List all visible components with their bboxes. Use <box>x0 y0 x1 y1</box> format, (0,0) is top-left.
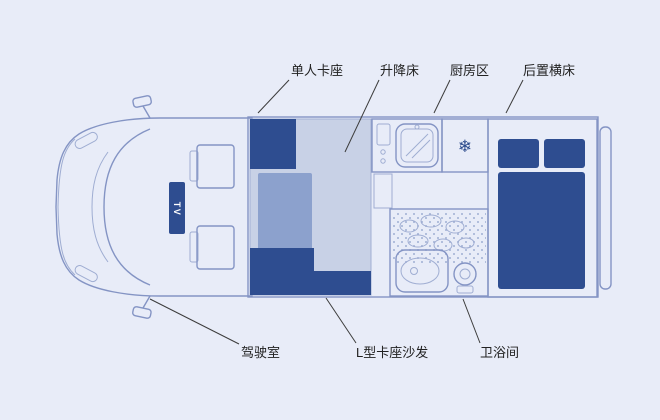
rear-bumper <box>599 126 612 290</box>
l-shaped-sofa <box>250 248 371 295</box>
headlight-right <box>74 265 98 283</box>
snowflake-icon: ❄ <box>458 137 472 156</box>
floor-pebble <box>457 237 475 249</box>
floor-pebble <box>420 214 442 228</box>
bathroom-floor-texture <box>392 211 486 263</box>
lifting-bed-zone <box>249 118 372 296</box>
callouts: 单人卡座 升降床 厨房区 后置横床 驾驶室 L型卡座沙发 卫浴间 <box>149 63 575 360</box>
pillow-right <box>544 139 585 168</box>
driver-seat <box>196 144 235 189</box>
floor-pebble <box>407 234 429 248</box>
leader-line-driver-cab <box>149 298 240 345</box>
headlight-left <box>74 131 98 149</box>
shower-drain <box>410 267 418 275</box>
toilet <box>453 262 477 286</box>
leader-line-kitchen <box>433 79 451 114</box>
kitchen-knob-1 <box>380 149 386 155</box>
kitchen-control-panel <box>376 123 391 146</box>
dinette-table <box>258 173 312 252</box>
sink-grate-line-1 <box>405 133 429 157</box>
leader-line-lifting-bed <box>344 79 380 153</box>
tv-unit: TV <box>169 182 185 234</box>
cab-seats <box>189 144 235 270</box>
floor-pebble <box>399 219 419 233</box>
kitchen-sink <box>395 123 439 168</box>
leader-line-l-sofa <box>325 297 357 344</box>
tv-label: TV <box>172 202 182 217</box>
leader-line-single-booth <box>257 79 290 114</box>
leader-line-bathroom <box>462 298 481 344</box>
corridor-cabinet <box>373 173 393 209</box>
driver-cab <box>55 95 253 319</box>
toilet-bowl <box>459 268 471 280</box>
rear-bed-platform <box>487 118 598 298</box>
callout-driver-cab: 驾驶室 <box>241 345 280 360</box>
leader-line-rear-bed <box>505 79 524 114</box>
single-booth-seat <box>250 119 296 169</box>
mirror-arm-top <box>142 105 151 119</box>
callout-kitchen: 厨房区 <box>450 63 489 78</box>
shower-tray <box>395 249 449 293</box>
tv-cabinet <box>169 182 185 234</box>
toilet-tank <box>456 285 474 294</box>
hood-crease-line <box>91 151 109 263</box>
living-module <box>247 116 599 298</box>
callout-bathroom: 卫浴间 <box>480 345 519 360</box>
bathroom-zone <box>389 208 489 297</box>
sink-faucet <box>414 124 420 130</box>
mirror-top <box>132 95 152 108</box>
sink-grate-line-2 <box>411 139 431 159</box>
seat-armrest-top <box>189 150 199 182</box>
mirror-arm-bottom <box>142 295 151 309</box>
callout-single-booth: 单人卡座 <box>291 63 343 78</box>
kitchen-knob-2 <box>380 158 386 164</box>
rear-bed-zone <box>487 118 598 298</box>
cab-body-outline <box>55 117 253 297</box>
shower-basin <box>400 257 440 285</box>
floor-pebble <box>445 220 465 234</box>
seat-armrest-bottom <box>189 231 199 263</box>
windshield-line <box>103 128 151 286</box>
callout-l-sofa: L型卡座沙发 <box>356 345 428 360</box>
callout-lifting-bed: 升降床 <box>380 63 419 78</box>
front-bumper-line <box>57 138 76 276</box>
passenger-seat <box>196 225 235 270</box>
mirror-bottom <box>132 306 152 319</box>
pillow-left <box>498 139 539 168</box>
mattress <box>498 172 585 289</box>
callout-rear-bed: 后置横床 <box>523 63 575 78</box>
